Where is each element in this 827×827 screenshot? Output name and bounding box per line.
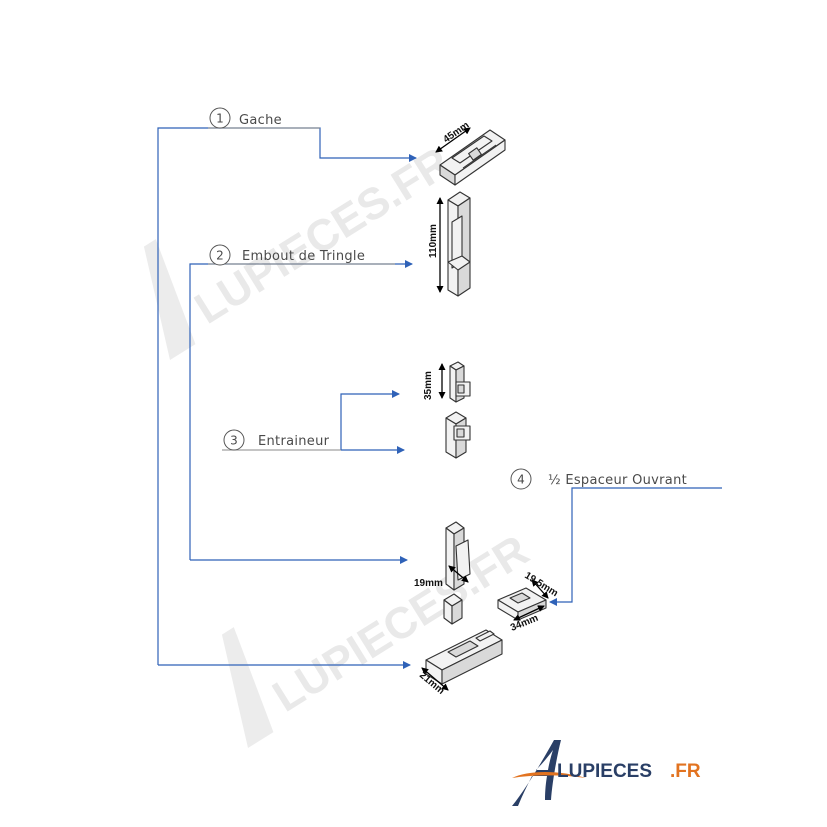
- callout-circle-2: [209, 244, 231, 266]
- callout-circle-1: [209, 107, 231, 129]
- brand-logo: LUPIECES .FR: [512, 740, 701, 806]
- part-espaceur: 19.5mm 34mm: [497, 570, 560, 634]
- watermark-upper: LUPIECES.FR: [143, 138, 459, 360]
- callout-circle-4: [510, 468, 532, 490]
- part-entraineur-bottom: [445, 411, 471, 459]
- callout-label-espaceur: ½ Espaceur Ouvrant: [548, 473, 687, 488]
- callout-espaceur: 4 ½ Espaceur Ouvrant: [510, 468, 687, 490]
- part-gache-top: 45mm: [435, 120, 506, 186]
- dim-entraineur-height: 35mm: [423, 371, 434, 400]
- callout-number-2: 2: [216, 249, 224, 263]
- dim-embout-height: 110mm: [428, 224, 439, 258]
- watermark-text-lower: LUPIECES.FR: [264, 526, 537, 722]
- callout-number-1: 1: [216, 112, 224, 126]
- callout-gache: 1 Gache: [208, 107, 320, 129]
- dim-gache-width: 45mm: [441, 120, 471, 146]
- callout-number-4: 4: [517, 473, 525, 487]
- brand-tld: .FR: [670, 761, 701, 782]
- leader-entraineur-top: [340, 390, 400, 450]
- brand-name: LUPIECES: [557, 761, 652, 782]
- callout-label-embout: Embout de Tringle: [242, 249, 365, 264]
- part-gache-bottom: 21mm: [417, 629, 503, 697]
- callout-circle-3: [223, 429, 245, 451]
- callout-embout: 2 Embout de Tringle: [208, 244, 395, 266]
- brand-swoosh: [512, 772, 586, 778]
- part-embout-top: 110mm: [428, 191, 471, 297]
- watermark-text-upper: LUPIECES.FR: [186, 138, 459, 334]
- part-embout-bottom: 19mm: [414, 521, 471, 625]
- part-entraineur-top: 35mm: [423, 361, 471, 403]
- callout-number-3: 3: [230, 434, 238, 448]
- callout-label-gache: Gache: [239, 113, 282, 128]
- leader-espaceur: [549, 487, 722, 606]
- callout-label-entraineur: Entraineur: [258, 434, 330, 449]
- callout-entraineur: 3 Entraineur: [222, 429, 341, 451]
- dim-embout-width: 19mm: [414, 578, 443, 589]
- watermark-lower: LUPIECES.FR: [221, 526, 537, 748]
